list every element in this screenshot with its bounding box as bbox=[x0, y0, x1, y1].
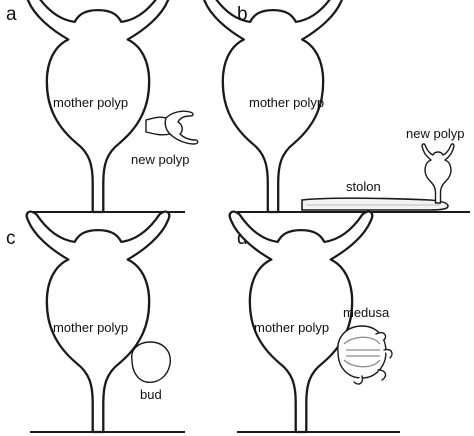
panel-c: c mother polyp bud bbox=[6, 210, 185, 434]
bud bbox=[131, 341, 171, 383]
mother-polyp-label: mother polyp bbox=[53, 95, 128, 110]
mother-polyp-label: mother polyp bbox=[53, 320, 128, 335]
new-polyp bbox=[421, 143, 455, 204]
mother-polyp-label: mother polyp bbox=[254, 320, 329, 335]
panel-d: d mother polyp medusa bbox=[228, 210, 400, 434]
mother-polyp-label: mother polyp bbox=[249, 95, 324, 110]
stolon bbox=[301, 197, 449, 211]
new-polyp-label: new polyp bbox=[406, 126, 465, 141]
new-polyp bbox=[145, 110, 199, 145]
panel-a: a mother polyp new polyp bbox=[6, 0, 199, 214]
medusa-label: medusa bbox=[343, 305, 390, 320]
bud-label: bud bbox=[140, 387, 162, 402]
stolon-label: stolon bbox=[346, 179, 381, 194]
panel-b: b mother polyp stolon new polyp bbox=[201, 0, 470, 214]
panel-a-letter: a bbox=[6, 4, 17, 25]
panel-c-letter: c bbox=[6, 228, 16, 249]
panel-b-letter: b bbox=[237, 4, 248, 25]
new-polyp-label: new polyp bbox=[131, 152, 190, 167]
medusa bbox=[337, 325, 393, 385]
